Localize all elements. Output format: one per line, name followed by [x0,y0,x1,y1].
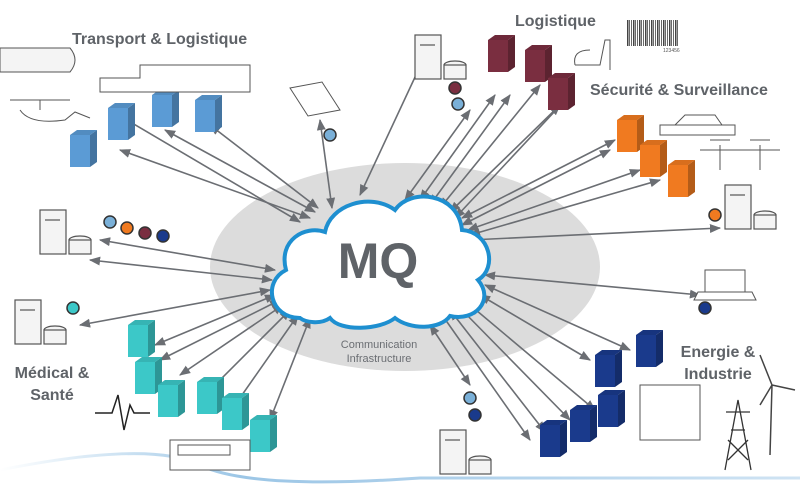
connection-arrow [269,316,311,422]
decorative-swoosh [0,452,800,484]
server-cube-energie [540,420,567,457]
server-cube-transport [70,130,97,167]
server-cube-logistique [548,73,575,110]
endpoint-dot [468,408,482,422]
heartbeat-icon [95,394,150,431]
truck-icon [99,64,251,93]
dots-group [66,81,722,422]
forklift-icon [574,39,611,70]
connection-arrow [468,224,722,244]
endpoint-dot [103,215,117,229]
infrastructure-label-1: Communication [341,339,417,351]
server-cube-energie [570,405,597,442]
server-cube-securite [617,115,644,152]
endpoint-dot [138,226,152,240]
server-cube-medical [128,320,155,357]
server-cube-medical [250,415,277,452]
server-icon [414,34,467,80]
server-cube-energie [636,330,663,367]
industrial-controller-icon [639,384,701,441]
label-securite: Sécurité & Surveillance [590,82,768,99]
connection-arrow [316,118,336,210]
infrastructure-label-2: Infrastructure [347,353,412,365]
connection-arrow [109,109,301,223]
connection-arrow [118,149,312,219]
label-logistique: Logistique [515,13,596,30]
server-icon [39,209,92,255]
endpoint-dot [156,229,170,243]
endpoint-dot [708,208,722,222]
connection-arrow [88,256,274,284]
label-medical-1: Médical & [15,365,90,382]
server-cube-medical [158,380,185,417]
server-cube-securite [668,160,695,197]
endpoint-dot [120,221,134,235]
camera-network-icon [700,139,780,170]
server-cube-logistique [525,45,552,82]
mq-cloud [269,194,492,330]
wind-turbine-icon [759,354,796,456]
server-cube-logistique [488,35,515,72]
handheld-device-icon [289,81,341,117]
barcode-icon [627,20,678,46]
server-cube-securite [640,140,667,177]
label-energie-2: Industrie [684,366,752,383]
barcode-number: 123456 [663,48,680,54]
server-cube-energie [598,390,625,427]
pylon-icon [724,399,752,471]
endpoint-dot [448,81,462,95]
label-energie-1: Energie & [681,344,756,361]
server-icon [724,184,777,230]
connection-arrow [164,129,316,213]
devices-group [14,34,777,475]
label-medical-2: Santé [30,387,74,404]
train-icon [0,47,76,73]
cubes-group [70,35,695,457]
server-cube-medical [197,377,224,414]
server-icon [439,429,492,475]
ambulance-icon [169,439,251,471]
laptop-icon [693,269,757,301]
police-car-icon [659,114,736,136]
connection-arrow [429,324,471,386]
arrows-group [78,43,722,441]
endpoint-dot [698,301,712,315]
server-cube-medical [222,393,249,430]
mq-title: MQ [338,233,419,289]
endpoint-dot [66,301,80,315]
endpoint-dot [323,128,337,142]
server-icon [14,299,67,345]
server-cube-energie [595,350,622,387]
endpoint-dot [463,391,477,405]
server-cube-transport [152,90,179,127]
endpoint-dot [451,97,465,111]
label-transport: Transport & Logistique [72,31,247,48]
helicopter-icon [10,99,91,122]
server-cube-transport [195,95,222,132]
server-cube-medical [135,357,162,394]
server-cube-transport [108,103,135,140]
